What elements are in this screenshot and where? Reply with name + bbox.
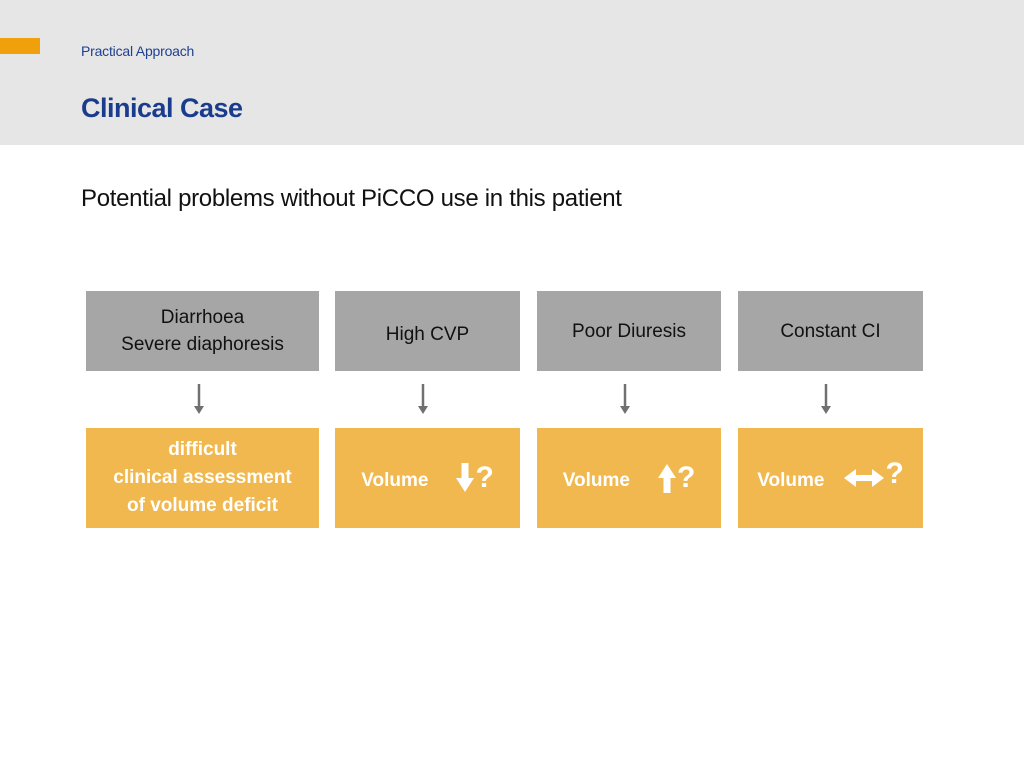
- result-box-volume-down: Volume ?: [335, 428, 520, 528]
- arrow-left-right-icon: [844, 469, 885, 487]
- question-mark: ?: [676, 461, 696, 494]
- finding-text: Severe diaphoresis: [121, 334, 284, 355]
- finding-text: Poor Diuresis: [571, 320, 687, 342]
- result-text: difficult: [168, 439, 237, 460]
- page-title: Clinical Case: [81, 93, 243, 123]
- finding-text: High CVP: [385, 323, 470, 345]
- result-box-volume-up: Volume ?: [537, 428, 721, 528]
- question-mark: ?: [885, 457, 904, 490]
- flow-arrow-down-icon: [620, 384, 630, 414]
- result-text: clinical assessment: [113, 467, 292, 488]
- question-mark: ?: [475, 461, 494, 494]
- section-label: Practical Approach: [81, 43, 195, 59]
- result-text: of volume deficit: [127, 495, 278, 516]
- arrow-up-icon: [657, 464, 676, 493]
- finding-box-constant-ci: Constant CI: [738, 291, 923, 371]
- volume-label: Volume: [361, 470, 429, 491]
- accent-bar: [0, 38, 40, 54]
- arrow-down-icon: [456, 463, 475, 492]
- volume-label: Volume: [562, 470, 630, 491]
- result-box-volume-constant: Volume ?: [738, 428, 923, 528]
- volume-label: Volume: [757, 470, 825, 491]
- header-band: [0, 0, 1024, 145]
- flow-arrow-down-icon: [418, 384, 428, 414]
- finding-box-high-cvp: High CVP: [335, 291, 520, 371]
- flow-arrow-down-icon: [821, 384, 831, 414]
- finding-text: Constant CI: [780, 320, 881, 342]
- slide-subtitle: Potential problems without PiCCO use in …: [81, 185, 622, 212]
- finding-box-diarrhoea: Diarrhoea Severe diaphoresis: [86, 291, 319, 371]
- flow-arrow-down-icon: [194, 384, 204, 414]
- finding-text: Diarrhoea: [160, 307, 245, 328]
- finding-box-poor-diuresis: Poor Diuresis: [537, 291, 721, 371]
- result-box-volume-deficit: difficult clinical assessment of volume …: [86, 428, 319, 528]
